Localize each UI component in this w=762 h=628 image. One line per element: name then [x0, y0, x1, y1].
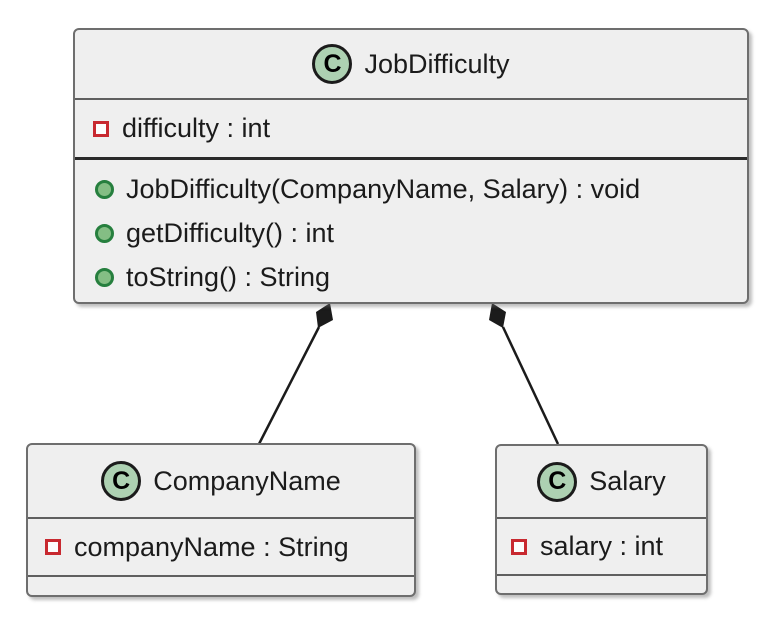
class-c-icon: C — [101, 461, 142, 501]
class-header: C Salary — [497, 446, 706, 519]
field-row: salary : int — [511, 531, 663, 562]
method-text: toString() : String — [126, 261, 331, 292]
method-text: JobDifficulty(CompanyName, Salary) : voi… — [126, 173, 641, 204]
class-name: JobDifficulty — [364, 48, 510, 79]
class-header: C JobDifficulty — [75, 30, 747, 100]
method-row: getDifficulty() : int — [95, 211, 747, 255]
public-method-icon — [95, 179, 114, 199]
relation-line — [501, 326, 560, 445]
private-field-icon — [45, 539, 61, 555]
class-name: CompanyName — [153, 465, 341, 496]
method-row: JobDifficulty(CompanyName, Salary) : voi… — [95, 167, 747, 211]
field-text: salary : int — [540, 531, 664, 561]
class-box-jobdifficulty: C JobDifficulty difficulty : int JobDiff… — [73, 28, 749, 304]
class-header: C CompanyName — [28, 445, 414, 519]
methods-compartment-empty — [497, 576, 706, 591]
private-field-icon — [511, 538, 527, 555]
fields-compartment: difficulty : int — [75, 100, 747, 160]
class-box-companyname: C CompanyName companyName : String — [26, 443, 416, 597]
method-text: getDifficulty() : int — [126, 217, 335, 248]
field-text: companyName : String — [74, 531, 349, 562]
methods-compartment: JobDifficulty(CompanyName, Salary) : voi… — [75, 160, 747, 299]
class-c-icon: C — [537, 461, 578, 502]
composition-diamond-icon — [316, 303, 333, 328]
public-method-icon — [95, 223, 114, 243]
class-name: Salary — [589, 466, 666, 496]
fields-compartment: salary : int — [497, 519, 706, 576]
composition-diamond-icon — [489, 303, 506, 328]
methods-compartment-empty — [28, 577, 414, 593]
field-text: difficulty : int — [122, 113, 271, 143]
composition-link-jobdifficulty-companyname — [257, 303, 333, 445]
class-box-salary: C Salary salary : int — [495, 444, 708, 595]
field-row: companyName : String — [45, 532, 349, 563]
relation-line — [257, 326, 321, 445]
fields-compartment: companyName : String — [28, 519, 414, 577]
public-method-icon — [95, 267, 114, 287]
class-c-icon: C — [312, 44, 353, 84]
method-row: toString() : String — [95, 255, 747, 299]
field-row: difficulty : int — [93, 113, 270, 144]
private-field-icon — [93, 120, 109, 137]
composition-link-jobdifficulty-salary — [489, 303, 560, 445]
